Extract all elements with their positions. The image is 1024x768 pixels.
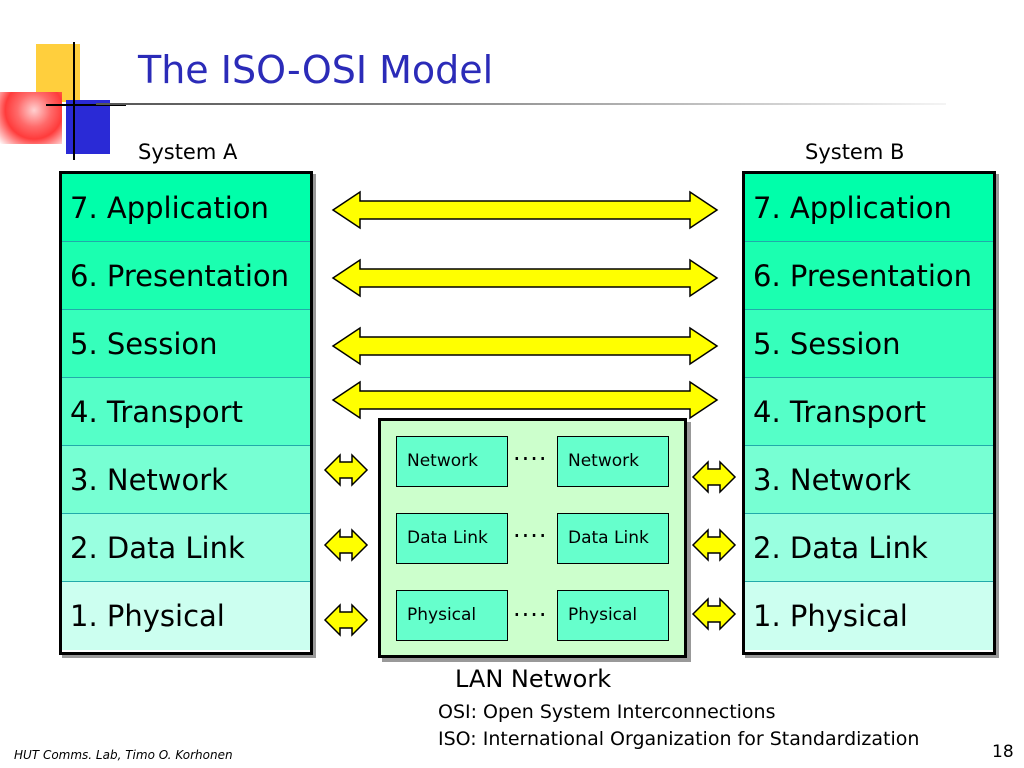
system-a-layer-1: 1. Physical xyxy=(62,582,310,650)
system-b-layer-1: 1. Physical xyxy=(745,582,993,650)
system-a-layer-6: 6. Presentation xyxy=(62,242,310,310)
arrow-layer-7 xyxy=(331,190,719,230)
page-number: 18 xyxy=(992,742,1014,762)
system-a-layer-4: 4. Transport xyxy=(62,378,310,446)
slide-footer: HUT Comms. Lab, Timo O. Korhonen xyxy=(14,748,233,762)
system-a-layer-7: 7. Application xyxy=(62,174,310,242)
system-a-layer-2: 2. Data Link xyxy=(62,514,310,582)
system-b-stack: 7. Application 6. Presentation 5. Sessio… xyxy=(742,171,996,655)
system-b-label: System B xyxy=(805,140,905,164)
system-b-layer-2: 2. Data Link xyxy=(745,514,993,582)
system-a-layer-3: 3. Network xyxy=(62,446,310,514)
arrow-a-lan-network xyxy=(323,453,369,487)
arrow-layer-5 xyxy=(331,326,719,366)
slide-title: The ISO-OSI Model xyxy=(138,48,494,92)
system-b-layer-4: 4. Transport xyxy=(745,378,993,446)
system-b-layer-7: 7. Application xyxy=(745,174,993,242)
lan-right-datalink: Data Link xyxy=(557,513,669,564)
lan-left-datalink: Data Link xyxy=(396,513,508,564)
logo-red-glow xyxy=(0,92,62,144)
arrow-lan-b-physical xyxy=(691,597,737,631)
arrow-lan-b-network xyxy=(691,460,737,494)
arrow-a-lan-physical xyxy=(323,603,369,637)
system-b-layer-3: 3. Network xyxy=(745,446,993,514)
lan-left-network: Network xyxy=(396,436,508,487)
lan-dots-network: .... xyxy=(513,438,548,466)
logo-vertical-line xyxy=(73,42,75,160)
lan-dots-datalink: .... xyxy=(513,515,548,543)
lan-dots-physical: .... xyxy=(513,594,548,622)
note-iso: ISO: International Organization for Stan… xyxy=(438,728,920,750)
lan-left-physical: Physical xyxy=(396,590,508,641)
logo-horizontal-line xyxy=(46,104,126,106)
arrow-a-lan-datalink xyxy=(323,528,369,562)
system-a-layer-5: 5. Session xyxy=(62,310,310,378)
arrow-layer-4 xyxy=(331,380,719,420)
lan-right-network: Network xyxy=(557,436,669,487)
system-b-layer-5: 5. Session xyxy=(745,310,993,378)
system-b-layer-6: 6. Presentation xyxy=(745,242,993,310)
system-a-stack: 7. Application 6. Presentation 5. Sessio… xyxy=(59,171,313,655)
note-osi: OSI: Open System Interconnections xyxy=(438,701,776,723)
lan-right-physical: Physical xyxy=(557,590,669,641)
arrow-layer-6 xyxy=(331,258,719,298)
arrow-lan-b-datalink xyxy=(691,528,737,562)
system-a-label: System A xyxy=(138,140,238,164)
lan-network-label: LAN Network xyxy=(455,665,612,693)
title-rule xyxy=(96,103,946,105)
